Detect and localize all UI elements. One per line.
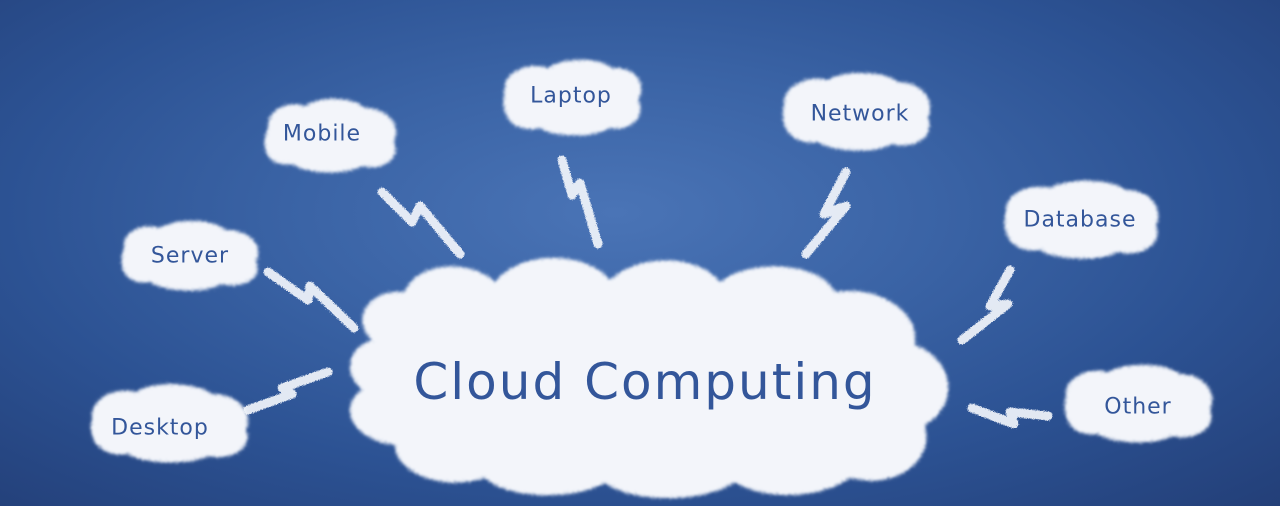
main-cloud [349, 257, 949, 499]
connector-bolt-laptop [557, 155, 603, 249]
node-label-network: Network [811, 102, 910, 127]
node-label-server: Server [151, 244, 229, 269]
node-label-database: Database [1024, 208, 1137, 233]
mobile-cloud [264, 98, 397, 173]
connector-bolt-server [263, 267, 359, 333]
database-cloud [1004, 180, 1159, 259]
other-cloud [1064, 364, 1213, 443]
node-label-mobile: Mobile [283, 122, 361, 147]
center-label: Cloud Computing [413, 353, 876, 411]
server-cloud [121, 220, 259, 291]
connector-bolt-desktop [243, 367, 333, 415]
node-label-laptop: Laptop [530, 84, 612, 109]
connector-bolt-network [801, 167, 851, 259]
connector-bolt-other [967, 403, 1053, 429]
node-label-other: Other [1104, 395, 1171, 420]
network-cloud [782, 72, 931, 151]
connector-bolt-database [957, 265, 1015, 345]
desktop-cloud [90, 383, 249, 463]
laptop-cloud [503, 59, 642, 136]
connector-bolt-mobile [377, 187, 465, 259]
node-label-desktop: Desktop [111, 416, 209, 441]
